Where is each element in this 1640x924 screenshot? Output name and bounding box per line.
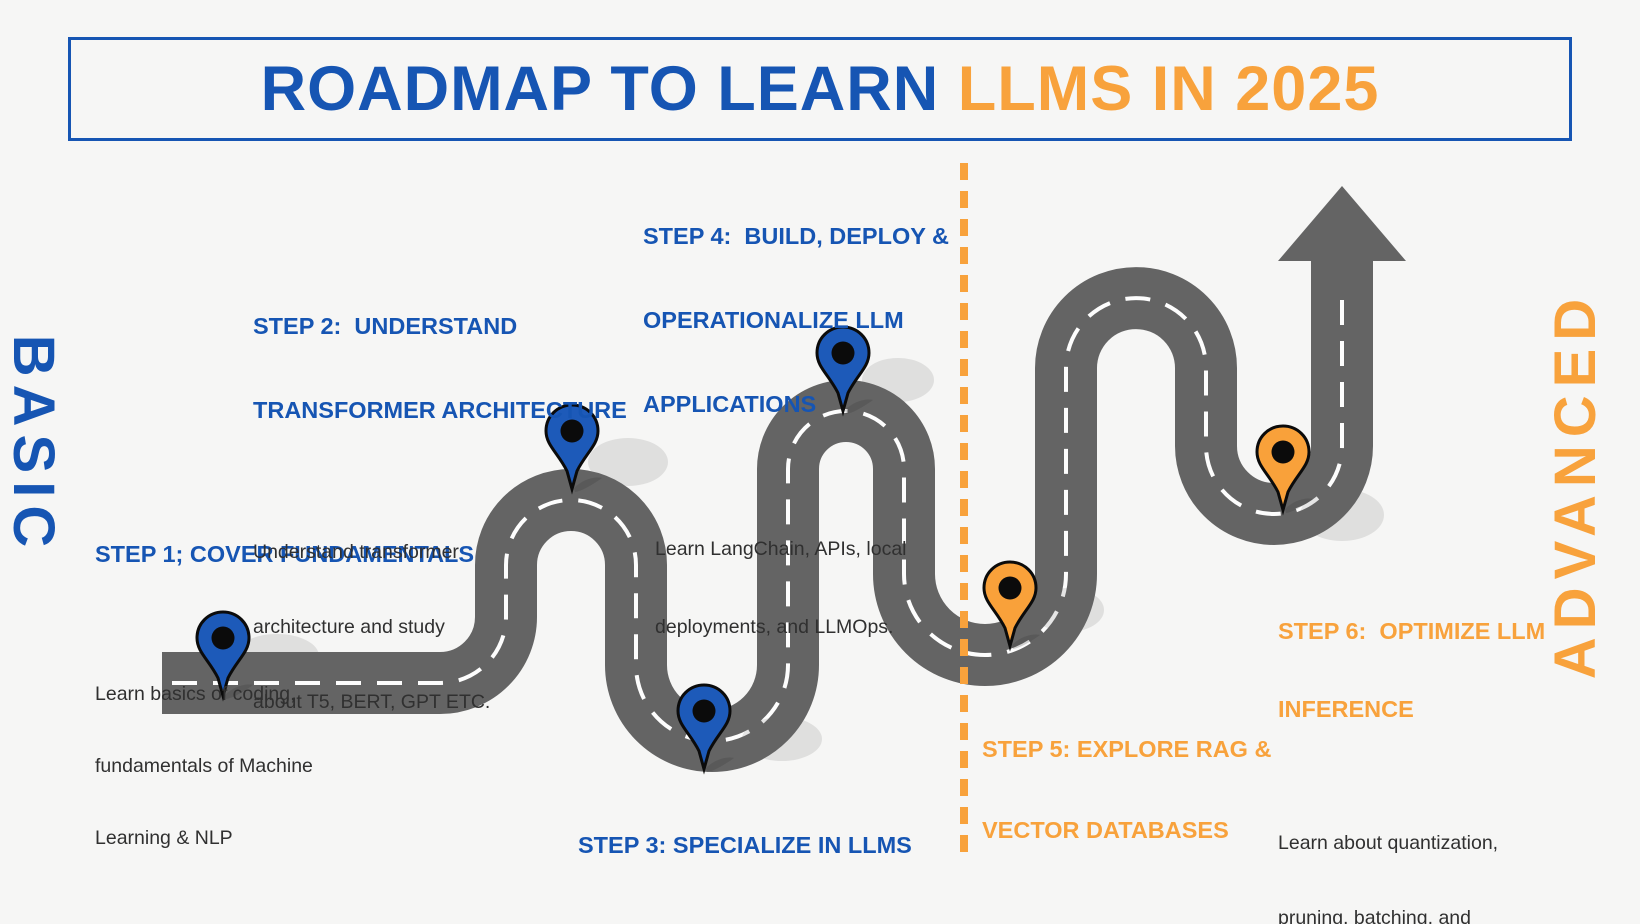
step-5-body: Implement RAG with vector databases for … [982, 908, 1271, 924]
pin-step-1 [195, 610, 253, 702]
step-5-block: STEP 5: EXPLORE RAG & VECTOR DATABASES I… [982, 682, 1271, 924]
title-blue-part: ROADMAP TO LEARN [260, 53, 958, 124]
advanced-label: ADVANCED [1543, 290, 1608, 680]
road-arrowhead [1278, 186, 1406, 261]
road-centerline [172, 295, 1344, 743]
step-3-heading: STEP 3: SPECIALIZE IN LLMS [578, 832, 912, 858]
pin-step-2 [544, 403, 602, 495]
pin-step-4 [815, 325, 873, 417]
step-1-body: Learn basics of coding, fundamentals of … [95, 683, 313, 849]
step-1-heading: STEP 1; COVER FUNDAMENTALS [95, 541, 475, 567]
title-banner: ROADMAP TO LEARN LLMS IN 2025 [68, 37, 1572, 141]
step-1-block: STEP 1; COVER FUNDAMENTALS Learn basics … [95, 484, 474, 898]
page-title: ROADMAP TO LEARN LLMS IN 2025 [261, 57, 1380, 121]
step-4-body: Learn LangChain, APIs, local deployments… [655, 538, 907, 638]
pin-step-3 [676, 683, 734, 775]
pin-shadows [235, 358, 1384, 761]
pin-step-6 [1255, 424, 1313, 516]
step-6-body: Learn about quantization, pruning, batch… [1278, 832, 1499, 924]
step-5-heading: STEP 5: EXPLORE RAG & VECTOR DATABASES [982, 736, 1272, 843]
title-orange-part: LLMS IN 2025 [957, 53, 1380, 124]
step-6-heading: STEP 6: OPTIMIZE LLM INFERENCE [1278, 618, 1546, 722]
step-2-block: STEP 2: UNDERSTAND TRANSFORMER ARCHITECT… [253, 256, 627, 765]
step-3-block: STEP 3: SPECIALIZE IN LLMS Learn LLMs wi… [578, 775, 912, 924]
step-4-heading: STEP 4: BUILD, DEPLOY & OPERATIONALIZE L… [643, 223, 949, 417]
pin-step-5 [982, 560, 1040, 652]
step-2-body: Understand transformer architecture and … [253, 541, 491, 713]
step-6-block: STEP 6: OPTIMIZE LLM INFERENCE Learn abo… [1278, 566, 1545, 924]
step-4-block: STEP 4: BUILD, DEPLOY & OPERATIONALIZE L… [643, 166, 949, 692]
step-2-heading: STEP 2: UNDERSTAND TRANSFORMER ARCHITECT… [253, 313, 627, 423]
basic-label: BASIC [1, 334, 66, 556]
